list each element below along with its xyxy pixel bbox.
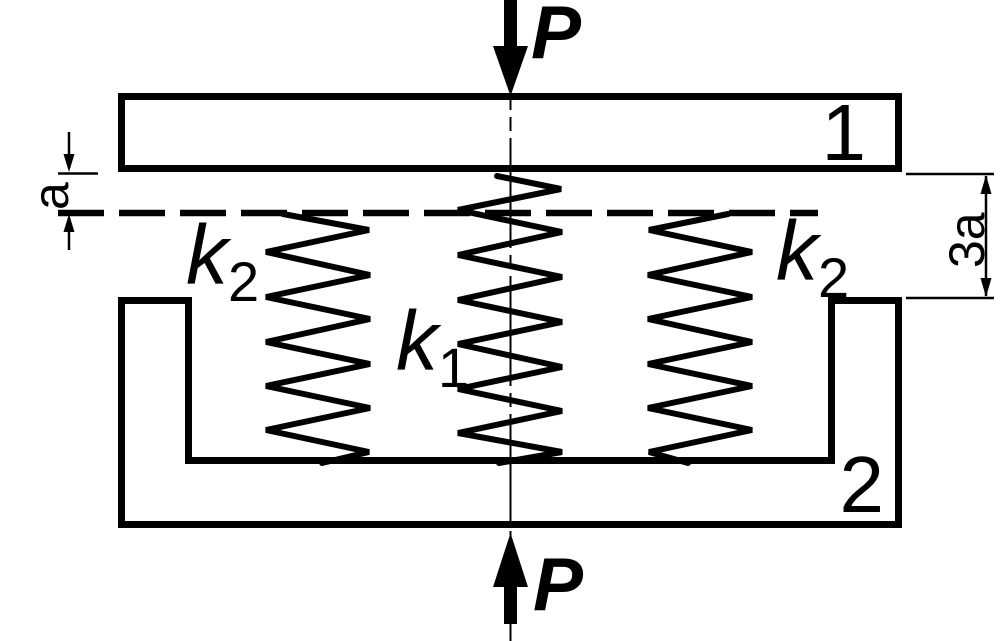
spring-k2-right: [647, 211, 753, 466]
spring-k2-left-label-sub: 2: [228, 250, 259, 313]
top-force-arrowhead-icon: [493, 46, 528, 96]
spring-k1-label: k1: [396, 294, 469, 399]
spring-k1-label-sub: 1: [438, 336, 469, 399]
bottom-channel-label: 2: [840, 440, 885, 529]
spring-k2-left-label-base: k: [186, 208, 232, 302]
dimension-3a-bottom-arrowhead-icon: [980, 278, 992, 297]
top-plate-label: 1: [822, 88, 867, 177]
spring-k1-label-base: k: [396, 294, 442, 388]
spring-k2-left-label: k2: [186, 208, 259, 313]
spring-k1-middle: [457, 173, 563, 466]
spring-k2-right-label-base: k: [776, 204, 822, 298]
dimension-3a-top-arrowhead-icon: [980, 175, 992, 194]
dimension-a: a: [23, 132, 98, 250]
dimension-a-upper-arrowhead-icon: [63, 154, 75, 172]
dimension-3a-label: 3a: [939, 212, 995, 268]
bottom-force-arrow: [493, 533, 528, 624]
dimension-a-label: a: [23, 182, 79, 210]
dimension-3a: 3a: [906, 172, 995, 300]
dimension-a-lower-arrowhead-icon: [63, 214, 75, 232]
bottom-channel: [118, 297, 902, 528]
spring-k2-right-label-sub: 2: [818, 246, 849, 309]
force-label-top: P: [531, 0, 582, 74]
force-label-bottom: P: [533, 542, 584, 626]
top-force-arrow: [493, 0, 528, 96]
spring-k2-left: [265, 211, 371, 466]
spring-k2-right-label: k2: [776, 204, 849, 309]
bottom-force-arrowhead-icon: [493, 533, 528, 587]
